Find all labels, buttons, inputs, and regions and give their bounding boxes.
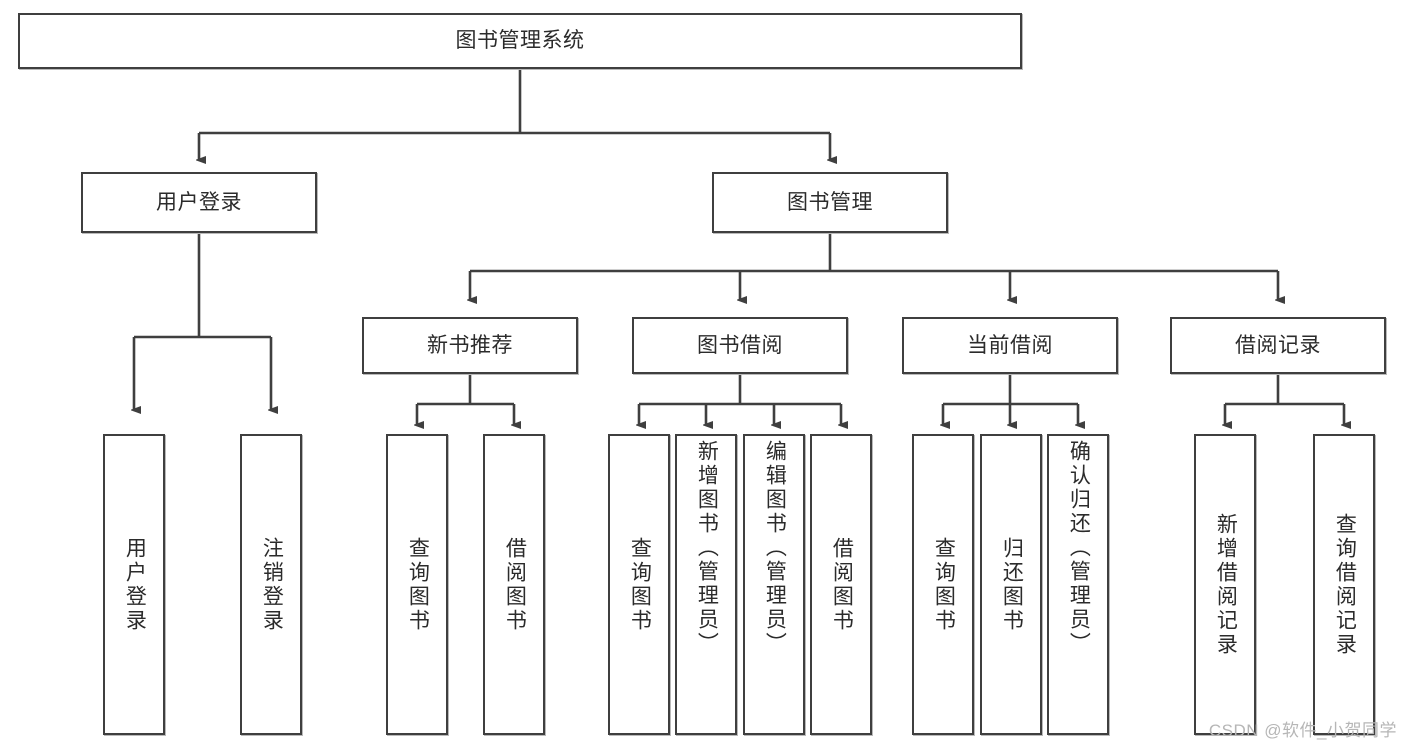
- node-label: 借阅记录: [1235, 333, 1321, 357]
- leaf-borrow-record-query-record[interactable]: 查询借阅记录: [1313, 434, 1375, 735]
- node-label: 查询图书: [406, 536, 430, 633]
- node-book-management[interactable]: 图书管理: [712, 172, 948, 233]
- node-label: 查询图书: [932, 536, 956, 633]
- node-label: 确认归还（管理员）: [1067, 440, 1091, 656]
- leaf-new-book-query-book[interactable]: 查询图书: [386, 434, 448, 735]
- leaf-current-borrow-confirm-return-admin[interactable]: 确认归还（管理员）: [1047, 434, 1109, 735]
- node-label: 图书管理: [787, 190, 873, 214]
- leaf-book-borrow-query-book[interactable]: 查询图书: [608, 434, 670, 735]
- leaf-new-book-borrow-book[interactable]: 借阅图书: [483, 434, 545, 735]
- node-user-login[interactable]: 用户登录: [81, 172, 317, 233]
- node-label: 查询图书: [628, 536, 652, 633]
- leaf-user-login-login[interactable]: 用户登录: [103, 434, 165, 735]
- leaf-current-borrow-return-book[interactable]: 归还图书: [980, 434, 1042, 735]
- leaf-user-login-logout[interactable]: 注销登录: [240, 434, 302, 735]
- node-label: 当前借阅: [967, 333, 1053, 357]
- node-label: 用户登录: [156, 190, 242, 214]
- node-label: 借阅图书: [503, 536, 527, 633]
- leaf-current-borrow-query-book[interactable]: 查询图书: [912, 434, 974, 735]
- node-label: 新增借阅记录: [1214, 512, 1238, 657]
- leaf-book-borrow-edit-book-admin[interactable]: 编辑图书（管理员）: [743, 434, 805, 735]
- node-current-borrow[interactable]: 当前借阅: [902, 317, 1118, 374]
- leaf-book-borrow-borrow-book[interactable]: 借阅图书: [810, 434, 872, 735]
- node-label: 图书管理系统: [455, 29, 585, 53]
- node-label: 新增图书（管理员）: [695, 440, 719, 656]
- node-label: 注销登录: [260, 536, 284, 633]
- node-label: 借阅图书: [830, 536, 854, 633]
- node-label: 归还图书: [1000, 536, 1024, 633]
- node-label: 用户登录: [123, 536, 147, 633]
- node-new-book-recommend[interactable]: 新书推荐: [362, 317, 578, 374]
- node-root-book-management-system[interactable]: 图书管理系统: [18, 13, 1022, 69]
- leaf-book-borrow-add-book-admin[interactable]: 新增图书（管理员）: [675, 434, 737, 735]
- node-label: 查询借阅记录: [1333, 512, 1357, 657]
- leaf-borrow-record-add-record[interactable]: 新增借阅记录: [1194, 434, 1256, 735]
- node-label: 图书借阅: [697, 333, 783, 357]
- node-label: 编辑图书（管理员）: [763, 440, 787, 656]
- node-label: 新书推荐: [427, 333, 513, 357]
- csdn-watermark: CSDN @软件_小贺同学: [1208, 721, 1397, 740]
- node-book-borrow[interactable]: 图书借阅: [632, 317, 848, 374]
- node-borrow-record[interactable]: 借阅记录: [1170, 317, 1386, 374]
